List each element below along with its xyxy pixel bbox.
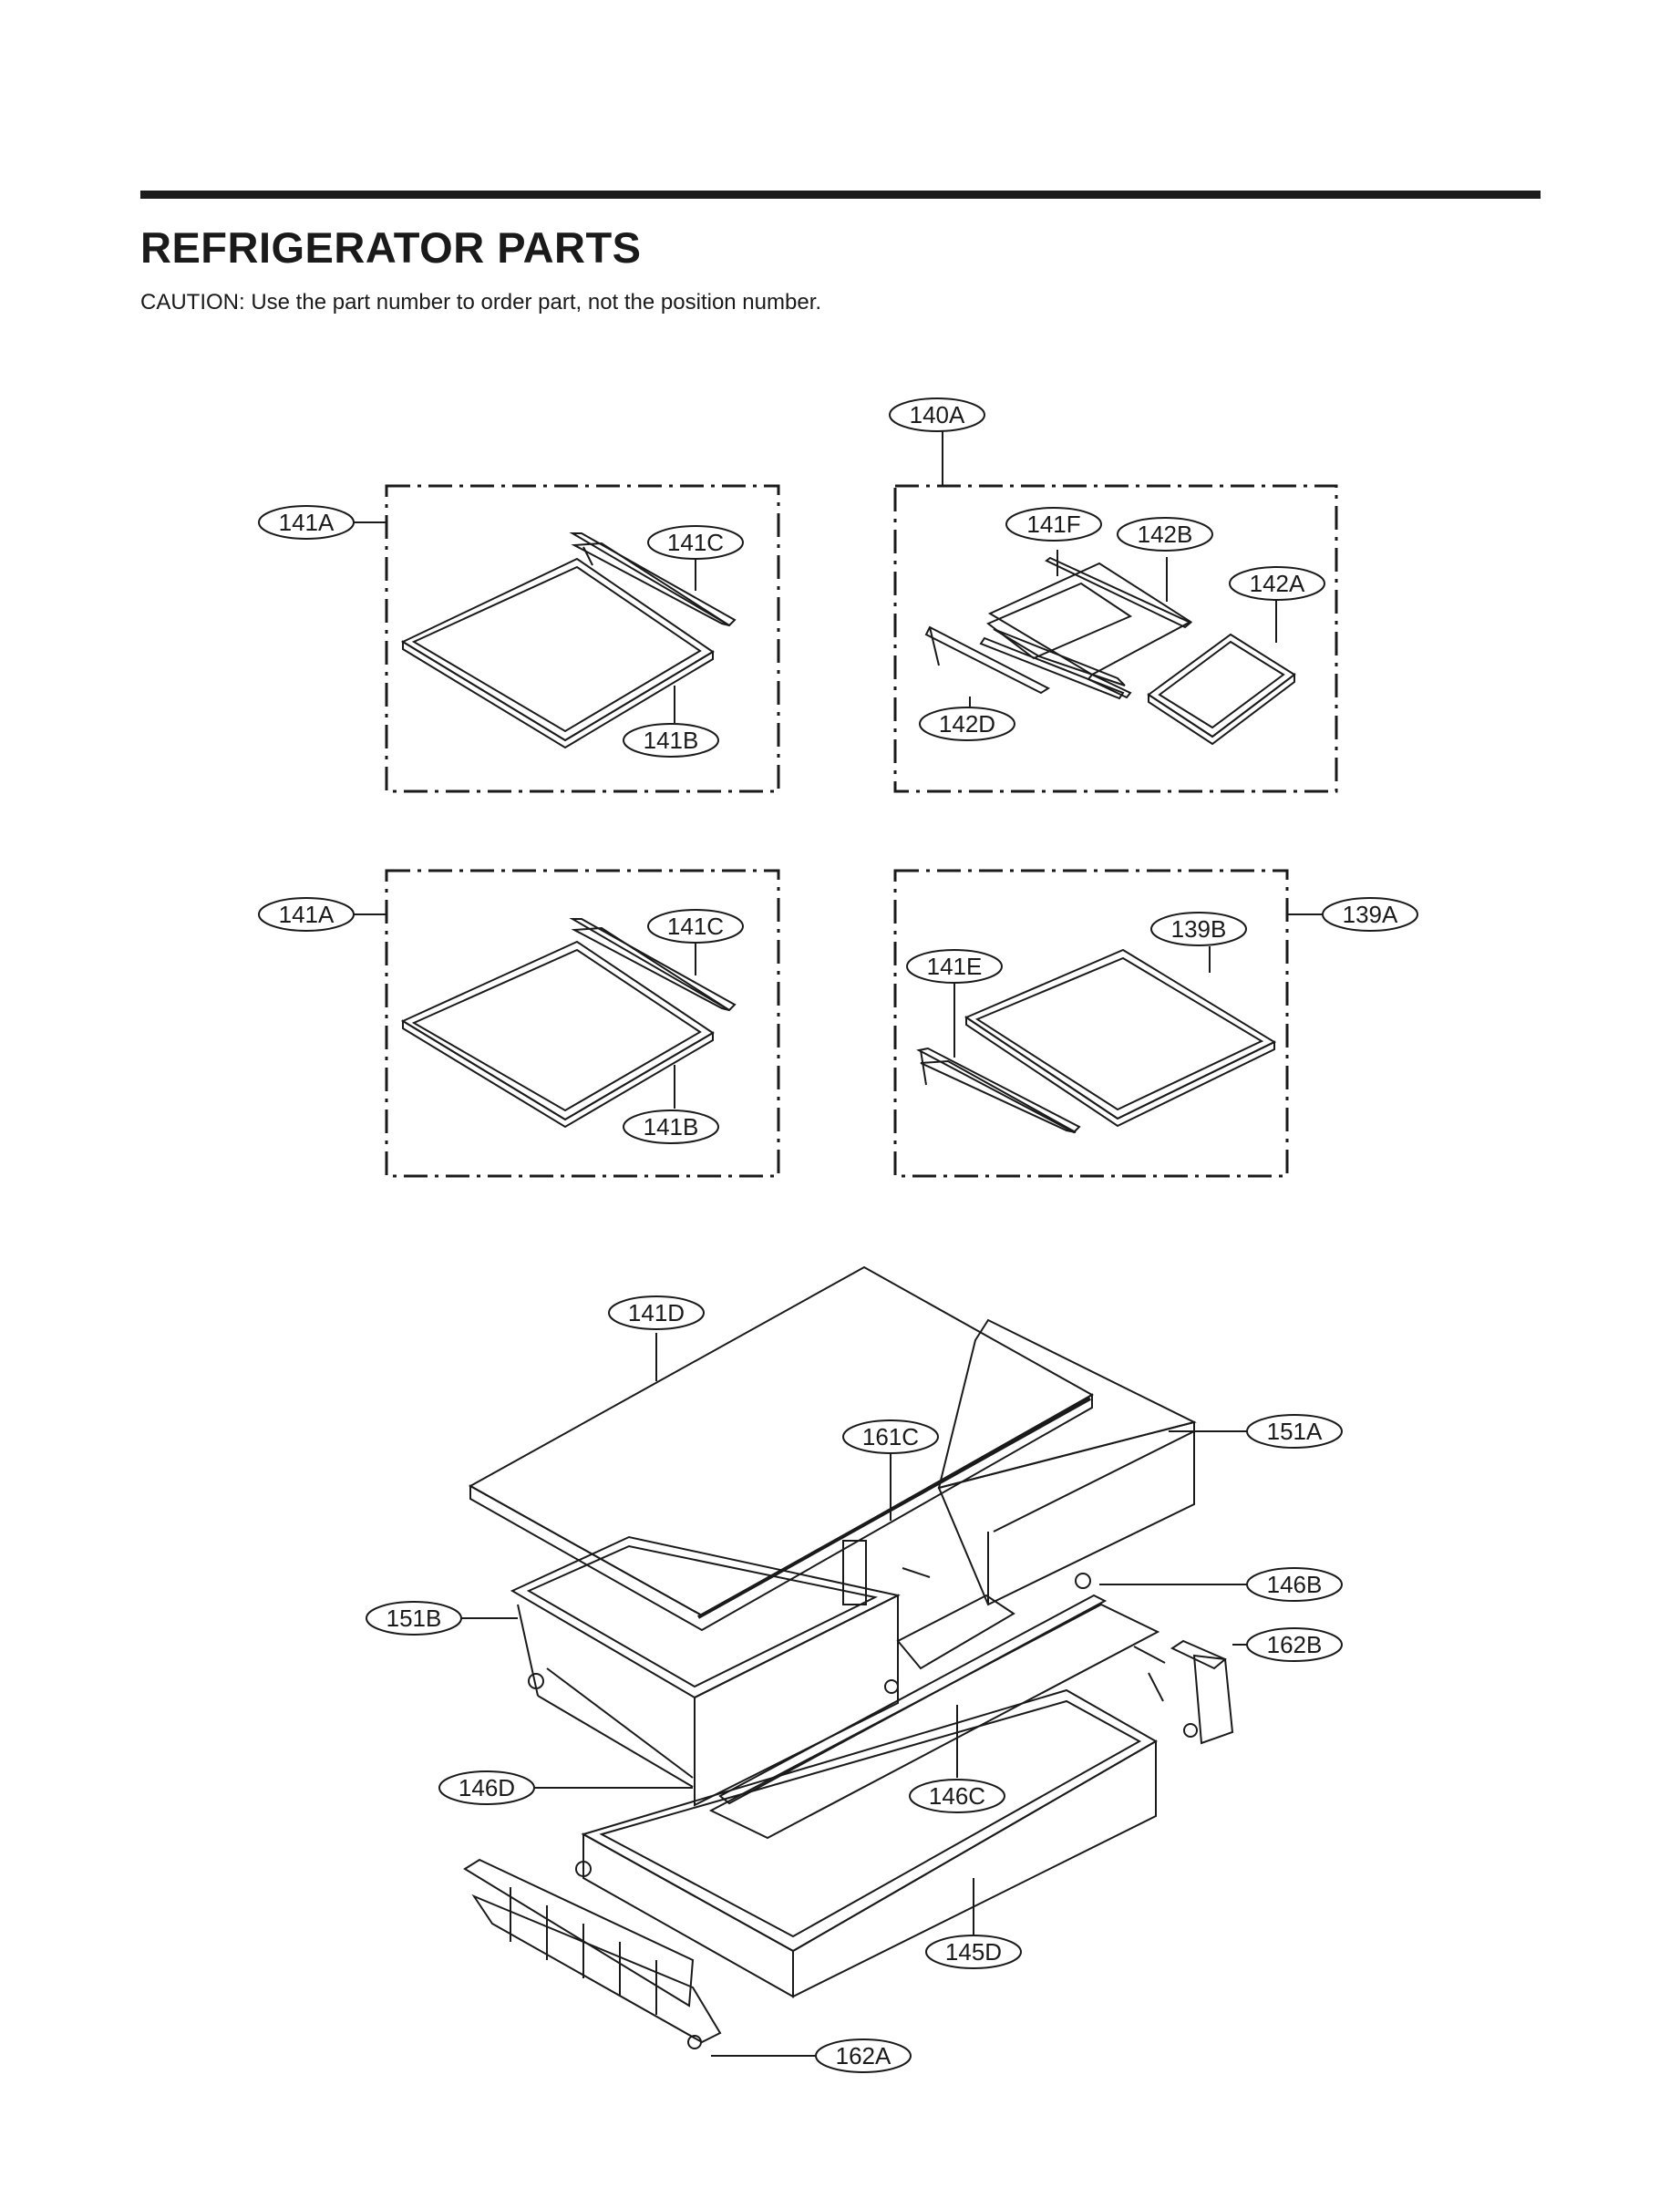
header-rule <box>140 191 1541 199</box>
callout-142A: 142A <box>1229 566 1325 601</box>
svg-text:141A: 141A <box>279 509 335 536</box>
callout-141B: 141B <box>623 1109 719 1144</box>
svg-text:141C: 141C <box>667 529 724 556</box>
callout-162B: 162B <box>1246 1627 1343 1662</box>
callout-146C: 146C <box>909 1779 1005 1813</box>
svg-text:161C: 161C <box>862 1423 919 1450</box>
svg-text:141A: 141A <box>279 901 335 928</box>
svg-text:146C: 146C <box>929 1782 985 1810</box>
svg-text:141C: 141C <box>667 913 724 940</box>
callout-146B: 146B <box>1246 1567 1343 1602</box>
callout-141B: 141B <box>623 723 719 758</box>
glass-insert-drawing <box>1147 633 1296 746</box>
cover-glass-drawing <box>468 1265 1095 1632</box>
svg-text:142B: 142B <box>1138 521 1193 548</box>
center-divider-drawing <box>842 1540 1015 1694</box>
drawer-rail-drawing <box>708 1594 1160 1840</box>
callout-141F: 141F <box>1005 507 1102 542</box>
callout-145D: 145D <box>925 1935 1022 1969</box>
glass-shelf-drawing <box>400 940 715 1129</box>
callout-140A: 140A <box>889 397 985 432</box>
crisper-drawer-assembly <box>461 1265 1247 2057</box>
callout-139A: 139A <box>1322 897 1418 932</box>
svg-text:151A: 151A <box>1267 1418 1323 1445</box>
dashed-group-frame <box>893 869 1289 1178</box>
svg-text:141E: 141E <box>927 953 983 980</box>
glass-shelf-drawing <box>964 948 1277 1128</box>
glass-shelf-drawing <box>400 557 715 749</box>
shelf-assembly-group-2 <box>893 430 1338 793</box>
callout-141E: 141E <box>906 949 1003 984</box>
drawer-right-drawing <box>937 1318 1197 1606</box>
dashed-group-frame <box>893 484 1338 793</box>
shelf-assembly-group-1 <box>352 484 780 793</box>
svg-text:139A: 139A <box>1343 901 1398 928</box>
svg-text:141F: 141F <box>1026 511 1080 538</box>
shelf-assembly-group-4 <box>893 869 1326 1178</box>
svg-text:139B: 139B <box>1171 915 1227 943</box>
svg-text:141B: 141B <box>644 727 699 754</box>
svg-text:151B: 151B <box>387 1605 442 1632</box>
shelf-bracket-drawing <box>569 918 737 1012</box>
svg-text:146D: 146D <box>459 1774 515 1801</box>
callout-146D: 146D <box>438 1770 535 1805</box>
callout-142B: 142B <box>1117 517 1213 552</box>
dashed-group-frame <box>385 869 780 1178</box>
shelf-bracket-drawing <box>569 532 737 627</box>
svg-text:142A: 142A <box>1250 570 1305 597</box>
svg-text:146B: 146B <box>1267 1571 1323 1598</box>
svg-text:140A: 140A <box>910 401 965 428</box>
svg-text:145D: 145D <box>945 1938 1002 1966</box>
callout-151A: 151A <box>1246 1414 1343 1449</box>
caution-note: CAUTION: Use the part number to order pa… <box>140 290 822 315</box>
sliding-shelf-frame-drawing <box>924 556 1192 700</box>
svg-text:162A: 162A <box>836 2042 892 2069</box>
svg-text:162B: 162B <box>1267 1631 1323 1658</box>
callout-139B: 139B <box>1150 912 1247 946</box>
callout-151B: 151B <box>366 1601 462 1636</box>
callout-142D: 142D <box>919 707 1015 741</box>
svg-text:142D: 142D <box>939 710 995 738</box>
lower-front-bracket-drawing <box>463 1858 722 2049</box>
callout-141A: 141A <box>258 897 355 932</box>
callout-141C: 141C <box>647 525 744 560</box>
svg-text:141D: 141D <box>628 1299 685 1326</box>
drawer-left-drawing <box>510 1535 901 1807</box>
page-title: REFRIGERATOR PARTS <box>140 223 642 272</box>
callout-162A: 162A <box>815 2038 912 2073</box>
callout-141C: 141C <box>647 909 744 944</box>
shelf-assembly-group-3 <box>352 869 780 1178</box>
dashed-group-frame <box>385 484 780 793</box>
control-panel-drawing <box>1133 1639 1234 1745</box>
callout-161C: 161C <box>842 1419 939 1454</box>
callout-141D: 141D <box>608 1295 705 1330</box>
shelf-bracket-drawing <box>916 1047 1081 1134</box>
callout-141A: 141A <box>258 505 355 540</box>
svg-text:141B: 141B <box>644 1113 699 1140</box>
lower-drawer-drawing <box>575 1688 1159 1998</box>
